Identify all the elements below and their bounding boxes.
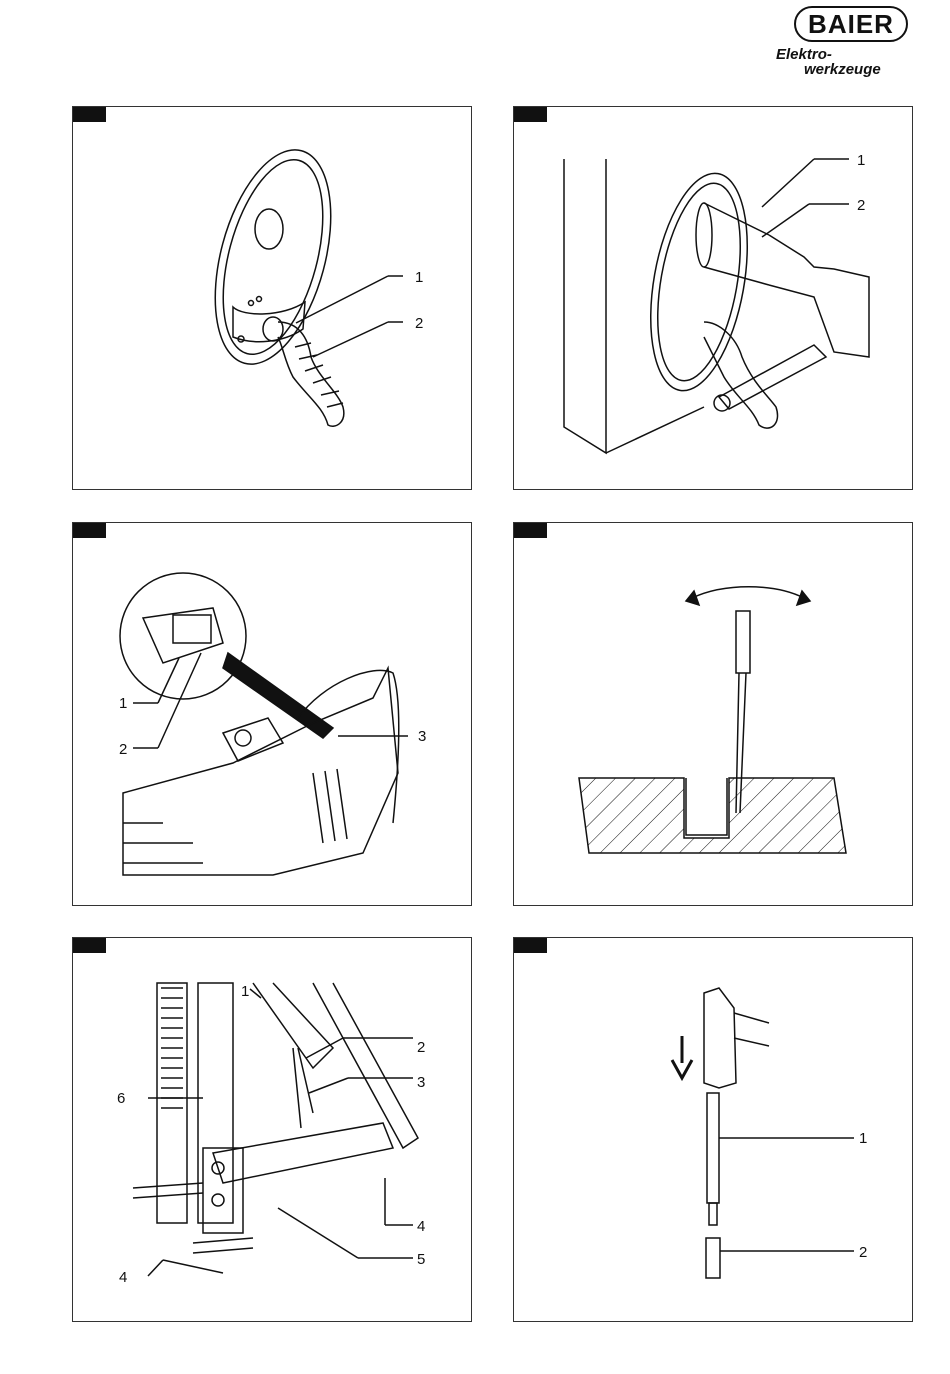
- callout-1: 1: [119, 695, 127, 712]
- drill-mounted-on-wall-illustration: 1 2: [514, 107, 914, 491]
- base-plate-with-hose-illustration: 1 2: [73, 107, 473, 491]
- callout-4b: 4: [119, 1269, 127, 1286]
- baier-logo: BAIER Elektro- werkzeuge: [770, 4, 920, 76]
- figure-panel-4: [513, 522, 913, 906]
- logo-line2: werkzeuge: [804, 61, 881, 78]
- figure-panel-5: 1 2 3 4 5 6 4: [72, 937, 472, 1322]
- hammer-and-pin-illustration: 1 2: [514, 938, 914, 1323]
- callout-1: 1: [241, 983, 249, 1000]
- callout-1: 1: [857, 152, 865, 169]
- callout-2: 2: [119, 741, 127, 758]
- drill-switch-detail-illustration: 1 2 3: [73, 523, 473, 907]
- callout-2: 2: [417, 1039, 425, 1056]
- callout-2: 2: [415, 315, 423, 332]
- callout-1: 1: [415, 269, 423, 286]
- callout-3: 3: [417, 1074, 425, 1091]
- callout-5: 5: [417, 1251, 425, 1268]
- drill-stand-illustration: 1 2 3 4 5 6 4: [73, 938, 473, 1323]
- callout-6: 6: [117, 1090, 125, 1107]
- chisel-in-groove-illustration: [514, 523, 914, 907]
- callout-4: 4: [417, 1218, 425, 1235]
- callout-2: 2: [857, 197, 865, 214]
- callout-1: 1: [859, 1130, 867, 1147]
- figure-panel-6: 1 2: [513, 937, 913, 1322]
- figure-panel-3: 1 2 3: [72, 522, 472, 906]
- callout-3: 3: [418, 728, 426, 745]
- logo-brand: BAIER: [794, 6, 908, 42]
- figure-panel-2: 1 2: [513, 106, 913, 490]
- callout-2: 2: [859, 1244, 867, 1261]
- figure-panel-1: 1 2: [72, 106, 472, 490]
